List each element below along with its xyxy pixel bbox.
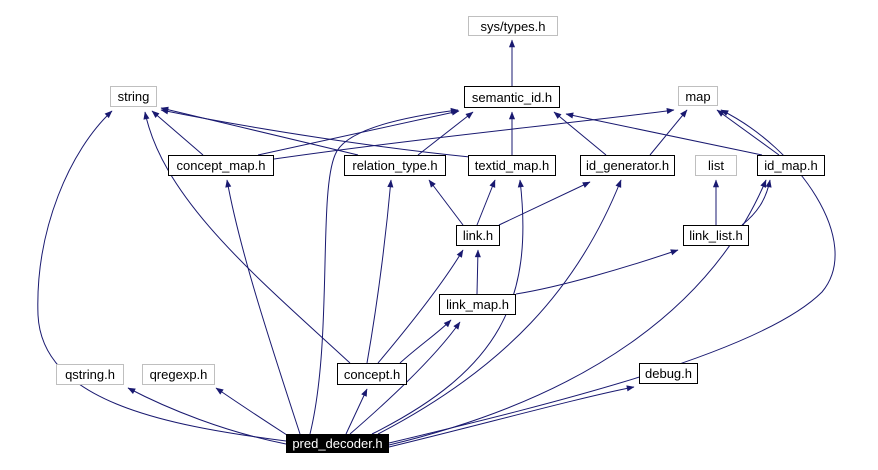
- node-label: semantic_id.h: [471, 89, 553, 105]
- node-link_list[interactable]: link_list.h: [683, 225, 749, 246]
- edge-pred_decoder-to-qregexp: [215, 387, 291, 438]
- node-label: link_map.h: [446, 297, 509, 312]
- node-sys_types: sys/types.h: [468, 16, 558, 36]
- edge-pred_decoder-to-qstring: [127, 387, 287, 445]
- node-qstring: qstring.h: [56, 364, 124, 385]
- node-label: qstring.h: [65, 367, 115, 382]
- node-label: sys/types.h: [480, 18, 546, 34]
- edge-pred_decoder-to-concept_map: [225, 179, 301, 435]
- node-relation_type[interactable]: relation_type.h: [344, 155, 446, 176]
- node-concept_map[interactable]: concept_map.h: [168, 155, 274, 176]
- edge-pred_decoder-to-id_generator: [377, 179, 622, 435]
- node-link_map[interactable]: link_map.h: [439, 294, 516, 315]
- node-label: link_list.h: [689, 228, 743, 243]
- edge-concept-to-link_map: [399, 319, 452, 364]
- edge-link-to-relation_type: [428, 179, 464, 226]
- edge-pred_decoder-to-concept: [345, 388, 368, 435]
- edge-id_map-to-semantic_id: [565, 112, 763, 156]
- edge-concept-to-string: [143, 111, 351, 364]
- edge-link_map-to-link_list: [515, 249, 679, 295]
- edge-concept_map-to-string: [151, 110, 204, 156]
- edge-id_generator-to-map: [649, 109, 688, 156]
- node-label: string: [117, 89, 150, 104]
- node-semantic_id[interactable]: semantic_id.h: [464, 86, 560, 108]
- node-id_generator[interactable]: id_generator.h: [580, 155, 675, 176]
- edge-concept-to-relation_type: [366, 179, 394, 364]
- edge-pred_decoder-to-semantic_id: [309, 107, 459, 435]
- node-id_map[interactable]: id_map.h: [757, 155, 825, 176]
- node-label: qregexp.h: [149, 367, 208, 382]
- edge-link_map-to-link: [474, 249, 481, 295]
- node-link[interactable]: link.h: [456, 225, 500, 246]
- node-map: map: [678, 86, 718, 106]
- edge-id_generator-to-semantic_id: [553, 111, 607, 156]
- node-concept[interactable]: concept.h: [337, 363, 407, 385]
- edge-concept-to-link: [377, 249, 464, 364]
- edge-pred_decoder-to-string: [37, 110, 287, 442]
- edge-relation_type-to-semantic_id: [417, 111, 474, 156]
- edge-concept_map-to-semantic_id: [257, 109, 460, 156]
- node-textid_map[interactable]: textid_map.h: [468, 155, 556, 176]
- node-list: list: [695, 155, 737, 176]
- edge-pred_decoder-to-debug: [388, 385, 635, 448]
- edge-pred_decoder-to-textid_map: [371, 179, 524, 435]
- node-label: debug.h: [645, 366, 692, 381]
- node-label: list: [708, 158, 724, 173]
- node-label: textid_map.h: [474, 158, 550, 173]
- node-label: pred_decoder.h: [292, 436, 383, 451]
- node-label: id_map.h: [764, 158, 818, 173]
- node-debug[interactable]: debug.h: [639, 363, 698, 384]
- node-label: concept.h: [343, 366, 401, 382]
- edge-link_list-to-id_map: [741, 179, 772, 226]
- node-label: concept_map.h: [176, 158, 266, 173]
- node-label: id_generator.h: [585, 158, 670, 173]
- edge-link-to-textid_map: [476, 179, 496, 226]
- node-label: map: [685, 88, 711, 104]
- edge-relation_type-to-string: [160, 106, 359, 156]
- edge-link-to-id_generator: [498, 181, 591, 226]
- edge-pred_decoder-to-link_map: [349, 321, 461, 435]
- node-qregexp: qregexp.h: [142, 364, 215, 385]
- edge-concept_map-to-map: [273, 107, 675, 160]
- node-label: link.h: [462, 228, 494, 243]
- node-label: relation_type.h: [352, 158, 438, 173]
- node-pred_decoder: pred_decoder.h: [286, 434, 389, 453]
- edge-id_map-to-map: [716, 109, 780, 156]
- node-string: string: [110, 86, 157, 107]
